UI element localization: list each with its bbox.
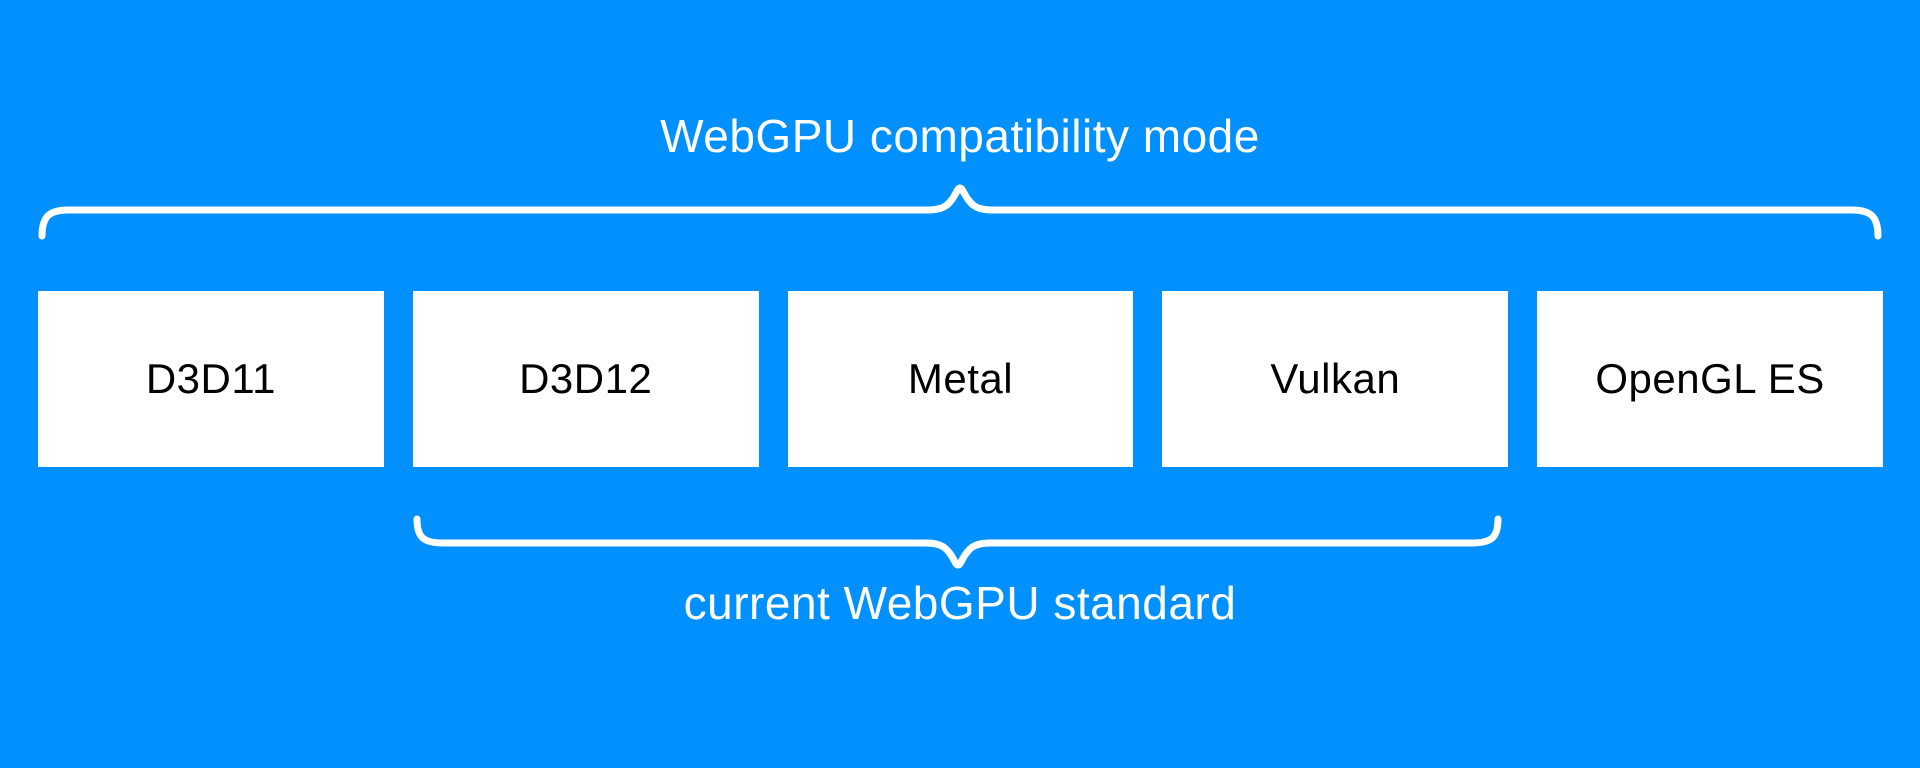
compatibility-mode-label: WebGPU compatibility mode [660, 110, 1260, 162]
api-box-metal: Metal [787, 291, 1134, 467]
api-box-d3d12: D3D12 [412, 291, 759, 467]
api-box-label: Vulkan [1270, 355, 1401, 402]
bottom-brace-icon [413, 515, 1502, 569]
api-boxes-row: D3D11 D3D12 Metal Vulkan OpenGL ES [38, 291, 1883, 467]
api-box-label: D3D12 [519, 355, 653, 402]
current-standard-label: current WebGPU standard [683, 577, 1237, 629]
api-box-vulkan: Vulkan [1162, 291, 1509, 467]
api-box-opengl-es: OpenGL ES [1537, 291, 1883, 467]
top-brace-icon [38, 184, 1882, 240]
api-box-label: Metal [907, 355, 1014, 402]
api-box-label: D3D11 [145, 355, 276, 402]
api-box-d3d11: D3D11 [38, 291, 384, 467]
api-box-label: OpenGL ES [1595, 355, 1825, 402]
